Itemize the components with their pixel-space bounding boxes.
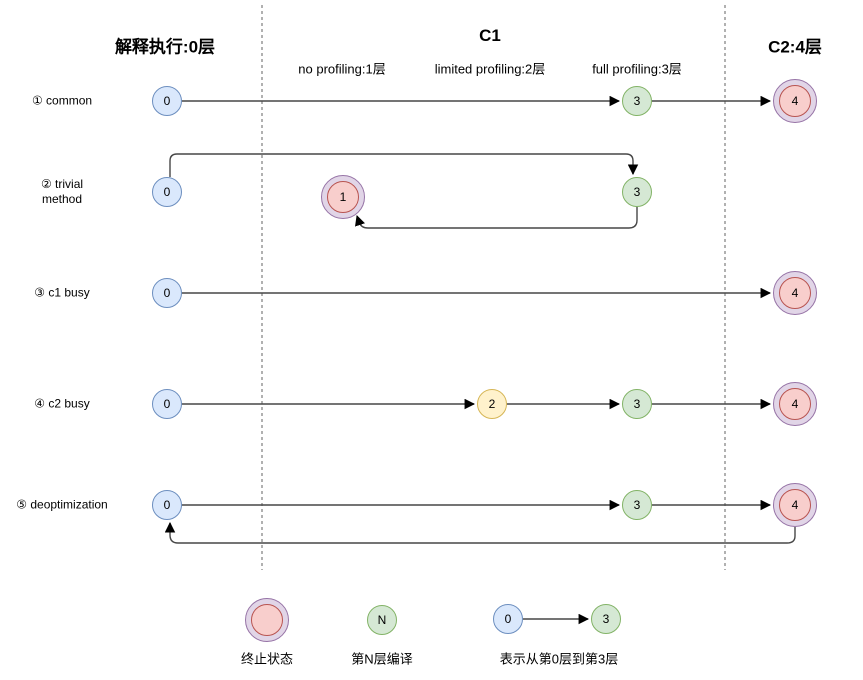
node-trivial-tier1-terminal: 1 [321, 175, 365, 219]
header-no-profiling: no profiling:1层 [298, 61, 386, 77]
node-c2busy-tier0: 0 [152, 389, 182, 419]
header-limited-profiling: limited profiling:2层 [434, 61, 546, 77]
arrow-deopt-4-0 [164, 521, 796, 544]
node-deopt-tier3: 3 [622, 490, 652, 520]
node-common-tier4-terminal: 4 [773, 79, 817, 123]
node-trivial-tier3: 3 [622, 177, 652, 207]
node-c2busy-tier2: 2 [477, 389, 507, 419]
row-label-common: ① common [31, 93, 93, 108]
node-c1busy-tier4-terminal: 4 [773, 271, 817, 315]
node-common-tier0: 0 [152, 86, 182, 116]
row-label-c2-busy: ④ c2 busy [34, 396, 90, 411]
header-c2-tier4: C2:4层 [768, 37, 822, 57]
header-interpreter-tier0: 解释执行:0层 [114, 37, 216, 57]
header-c1: C1 [479, 26, 501, 45]
arrow-trivial-0-3 [169, 153, 639, 177]
header-full-profiling: full profiling:3层 [592, 61, 682, 77]
node-deopt-tier0: 0 [152, 490, 182, 520]
node-deopt-tier4-terminal: 4 [773, 483, 817, 527]
node-c2busy-tier4-terminal: 4 [773, 382, 817, 426]
legend-tier-node: N [367, 605, 397, 635]
row-label-deoptimization: ⑤ deoptimization [16, 497, 108, 512]
node-trivial-tier0: 0 [152, 177, 182, 207]
legend-transition-to-node: 3 [591, 604, 621, 634]
node-c1busy-tier0: 0 [152, 278, 182, 308]
row-label-trivial-method: ② trivial method [40, 177, 84, 206]
legend-terminal-label: 终止状态 [240, 651, 294, 667]
arrow-trivial-3-1 [355, 207, 638, 229]
legend-transition-label: 表示从第0层到第3层 [499, 651, 619, 667]
legend-terminal-node [245, 598, 289, 642]
row-label-c1-busy: ③ c1 busy [34, 285, 90, 300]
node-c2busy-tier3: 3 [622, 389, 652, 419]
legend-transition-from-node: 0 [493, 604, 523, 634]
legend-tier-label: 第N层编译 [351, 651, 413, 667]
node-common-tier3: 3 [622, 86, 652, 116]
